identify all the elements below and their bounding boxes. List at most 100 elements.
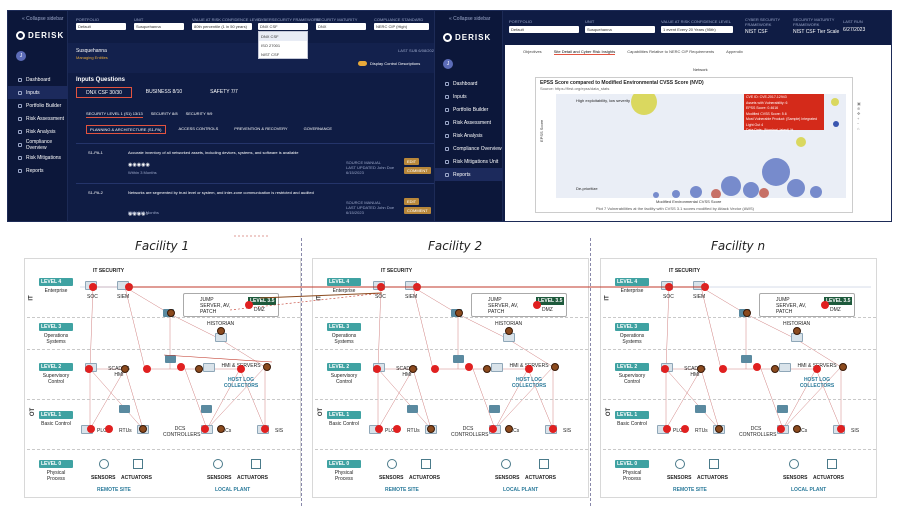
security-select[interactable]: DNX	[316, 23, 366, 30]
risk-node[interactable]	[533, 301, 541, 309]
risk-node[interactable]	[697, 365, 705, 373]
sidebar-item-7[interactable]: Reports	[8, 164, 68, 177]
risk-node[interactable]	[85, 365, 93, 373]
framework-option-2[interactable]: NIST CSF	[261, 52, 280, 57]
bubble[interactable]	[690, 186, 702, 198]
sidebar-item-3[interactable]: Risk Assessment	[435, 116, 503, 129]
bubble[interactable]	[831, 98, 839, 106]
sidebar-item-2[interactable]: Portfolio Builder	[8, 99, 68, 112]
risk-node[interactable]	[393, 425, 401, 433]
bubble[interactable]	[787, 179, 805, 197]
risk-node[interactable]	[237, 365, 245, 373]
risk-node[interactable]	[177, 363, 185, 371]
risk-node[interactable]	[483, 365, 491, 373]
bubble[interactable]	[721, 176, 741, 196]
avatar[interactable]: J	[443, 59, 453, 69]
risk-node[interactable]	[663, 425, 671, 433]
collapse-sidebar-button[interactable]: « Collapse sidebar	[22, 16, 64, 22]
risk-node[interactable]	[431, 365, 439, 373]
tab-objectives[interactable]: Objectives	[523, 49, 542, 54]
bubble[interactable]	[810, 186, 822, 198]
risk-node[interactable]	[105, 425, 113, 433]
sidebar-item-4[interactable]: Risk Analysis	[8, 125, 68, 138]
rating-radios[interactable]: ◉◉◉◉◉	[128, 162, 150, 168]
risk-node[interactable]	[261, 425, 269, 433]
risk-node[interactable]	[793, 425, 801, 433]
bubble[interactable]	[743, 182, 759, 198]
radio-icon[interactable]: ◉◉◉◉◉	[128, 162, 150, 168]
tab-site-detail[interactable]: Site Detail and Cyber Risk Insights	[553, 49, 616, 55]
sidebar-item-7[interactable]: Reports	[435, 168, 503, 181]
sidebar-item-4[interactable]: Risk Analysis	[435, 129, 503, 142]
risk-node[interactable]	[245, 301, 253, 309]
risk-node[interactable]	[167, 309, 175, 317]
avatar[interactable]: J	[16, 51, 26, 61]
bubble[interactable]	[672, 190, 680, 198]
bubble[interactable]	[631, 89, 657, 115]
risk-node[interactable]	[143, 365, 151, 373]
risk-node[interactable]	[549, 425, 557, 433]
risk-node[interactable]	[121, 365, 129, 373]
sidebar-item-6[interactable]: Risk Mitigations Unit	[435, 155, 503, 168]
risk-node[interactable]	[409, 365, 417, 373]
subtab-level-1[interactable]: SECURITY LEVEL 1 (S1) 13/13	[86, 111, 143, 118]
risk-node[interactable]	[505, 327, 513, 335]
sidebar-item-0[interactable]: Dashboard	[435, 77, 503, 90]
bubble[interactable]	[833, 121, 839, 127]
risk-node[interactable]	[87, 425, 95, 433]
risk-node[interactable]	[753, 363, 761, 371]
rating-radios[interactable]: ◉◉◉◉○	[128, 202, 148, 220]
reset-icon[interactable]: ⌂	[857, 126, 860, 131]
risk-node[interactable]	[551, 363, 559, 371]
tab-safety[interactable]: SAFETY 7/7	[210, 89, 238, 95]
risk-node[interactable]	[821, 301, 829, 309]
display-toggle[interactable]: Display Control Descriptions	[358, 61, 420, 66]
portfolio-select[interactable]: Default	[76, 23, 126, 30]
risk-node[interactable]	[465, 363, 473, 371]
risk-node[interactable]	[743, 309, 751, 317]
cat-planning[interactable]: PLANNING & ARCHITECTURE (S1-PA)	[86, 125, 166, 134]
sidebar-item-2[interactable]: Portfolio Builder	[435, 103, 503, 116]
risk-node[interactable]	[195, 365, 203, 373]
risk-node[interactable]	[217, 425, 225, 433]
bubble[interactable]	[762, 158, 790, 186]
risk-node[interactable]	[777, 425, 785, 433]
risk-node[interactable]	[375, 425, 383, 433]
edit-button[interactable]: EDIT	[404, 198, 420, 205]
cat-governance[interactable]: GOVERNANCE	[303, 126, 333, 131]
edit-button[interactable]: EDIT	[404, 158, 420, 165]
risk-node[interactable]	[217, 327, 225, 335]
toggle-switch[interactable]	[358, 61, 367, 66]
sidebar-item-1[interactable]: Inputs	[435, 90, 503, 103]
risk-node[interactable]	[771, 365, 779, 373]
tab-dnx-csf[interactable]: DNX CSF 30/30	[76, 87, 132, 98]
risk-node[interactable]	[201, 425, 209, 433]
sidebar-item-1[interactable]: Inputs	[8, 86, 68, 99]
collapse-sidebar-button[interactable]: « Collapse sidebar	[449, 16, 491, 22]
unit-select[interactable]: Susquehanna	[585, 26, 655, 33]
risk-node[interactable]	[837, 425, 845, 433]
value-select[interactable]: 1 event Every 20 Years (95th)	[661, 26, 733, 33]
comment-button[interactable]: COMMENT	[404, 167, 431, 174]
sidebar-item-6[interactable]: Risk Mitigations	[8, 151, 68, 164]
portfolio-select[interactable]: Default	[509, 26, 579, 33]
subtab-level-3[interactable]: SECURITY 9/9	[185, 111, 213, 116]
compliance-select[interactable]: NERC CIP (High)	[374, 23, 429, 30]
subtab-level-2[interactable]: SECURITY 8/8	[150, 111, 178, 116]
framework-select[interactable]: DNX CSF	[258, 23, 308, 30]
risk-node[interactable]	[681, 425, 689, 433]
sidebar-item-5[interactable]: Compliance Overview	[435, 142, 503, 155]
pan-icon[interactable]: ✥	[857, 111, 861, 116]
cat-access[interactable]: ACCESS CONTROLS	[178, 126, 219, 131]
sidebar-item-0[interactable]: Dashboard	[8, 73, 68, 86]
risk-node[interactable]	[839, 363, 847, 371]
framework-option-0[interactable]: DNX CSF	[259, 32, 307, 41]
zoom-out-icon[interactable]: −	[857, 121, 860, 126]
sidebar-item-5[interactable]: Compliance Overview	[8, 138, 68, 151]
zoom-in-icon[interactable]: +	[857, 116, 860, 121]
camera-icon[interactable]: ▣	[857, 101, 861, 106]
risk-node[interactable]	[263, 363, 271, 371]
risk-node[interactable]	[505, 425, 513, 433]
unit-select[interactable]: Susquehanna	[134, 23, 184, 30]
risk-node[interactable]	[455, 309, 463, 317]
